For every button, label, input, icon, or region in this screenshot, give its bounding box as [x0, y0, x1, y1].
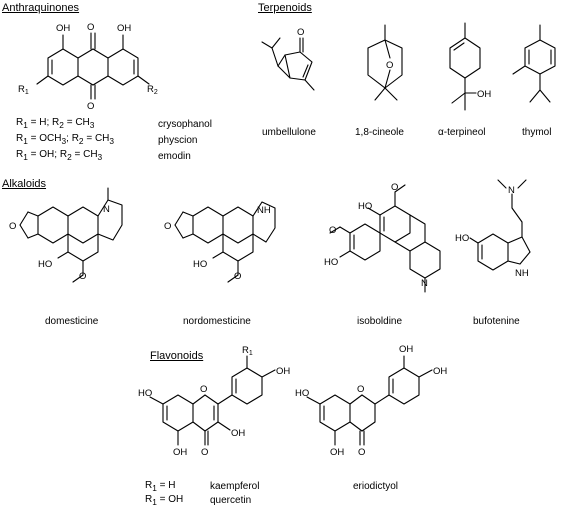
- atom-oh-right: OH: [117, 23, 131, 34]
- atom-ho-bottom: HO: [324, 257, 338, 268]
- umbellulone-structure: O: [261, 27, 315, 91]
- physcion-label: physcion: [158, 135, 198, 146]
- atom-o-bottom: O: [87, 101, 94, 112]
- nordomesticine-structure: O NH HO O: [164, 201, 276, 283]
- thymol-label: thymol: [522, 127, 552, 138]
- atom-o-methoxy: O: [234, 271, 241, 282]
- atom-o-top: O: [87, 22, 94, 33]
- cineole-structure: O: [367, 24, 403, 101]
- heading-flavonoids: Flavonoids: [150, 350, 204, 362]
- terpineol-structure: OH: [449, 22, 491, 111]
- atom-o-top: O: [391, 182, 398, 193]
- atom-o: O: [386, 60, 393, 71]
- nordomesticine-label: nordomesticine: [183, 316, 251, 327]
- heading-alkaloids: Alkaloids: [2, 178, 47, 190]
- isoboldine-structure: HO O O HO N: [324, 182, 441, 293]
- atom-oh-4prime: OH: [276, 366, 290, 377]
- kaempferol-substituent: R1 = H: [145, 480, 176, 493]
- atom-ho: HO: [358, 201, 372, 212]
- atom-r1: R1: [18, 84, 29, 96]
- emodin-substituents: R1 = OH; R2 = CH3: [16, 149, 103, 162]
- atom-ho: HO: [193, 259, 207, 270]
- atom-oh-3prime: OH: [399, 344, 413, 355]
- heading-anthraquinones: Anthraquinones: [2, 2, 80, 14]
- atom-oh-4prime: OH: [433, 366, 447, 377]
- domesticine-structure: O N HO O: [9, 187, 123, 283]
- atom-o: O: [297, 27, 304, 38]
- atom-o-ring: O: [200, 384, 207, 395]
- bufotenine-label: bufotenine: [473, 316, 520, 327]
- kaempferol-label: kaempferol: [210, 481, 260, 492]
- atom-o-left: O: [9, 221, 16, 232]
- atom-n: N: [103, 204, 110, 215]
- kaempferol-quercetin-structure: O HO OH O OH R1 OH: [138, 345, 290, 458]
- quercetin-substituent: R1 = OH: [145, 494, 184, 507]
- atom-nh: NH: [257, 205, 271, 216]
- atom-r1: R1: [242, 345, 253, 357]
- eriodictyol-label: eriodictyol: [353, 481, 399, 492]
- atom-oh-5: OH: [173, 447, 187, 458]
- atom-n-amine: N: [508, 185, 515, 196]
- atom-ho-7: HO: [295, 388, 309, 399]
- physcion-substituents: R1 = OCH3; R2 = CH3: [16, 133, 115, 146]
- emodin-label: emodin: [158, 151, 191, 162]
- atom-o-carbonyl: O: [358, 447, 365, 458]
- heading-terpenoids: Terpenoids: [258, 2, 312, 14]
- atom-oh-3: OH: [231, 428, 245, 439]
- crysophanol-label: crysophanol: [158, 119, 212, 130]
- atom-oh-5: OH: [330, 447, 344, 458]
- isoboldine-label: isoboldine: [357, 316, 403, 327]
- umbellulone-label: umbellulone: [262, 127, 316, 138]
- atom-ho-7: HO: [138, 388, 152, 399]
- atom-oh: OH: [477, 89, 491, 100]
- atom-r2: R2: [147, 84, 158, 96]
- terpineol-label: α-terpineol: [438, 127, 486, 138]
- atom-o-methoxy: O: [79, 271, 86, 282]
- domesticine-label: domesticine: [45, 316, 99, 327]
- cineole-label: 1,8-cineole: [355, 127, 404, 138]
- eriodictyol-structure: O HO O OH OH OH: [295, 344, 447, 458]
- atom-o-left: O: [329, 225, 336, 236]
- atom-o-carbonyl: O: [201, 447, 208, 458]
- atom-n: N: [421, 278, 428, 289]
- atom-oh-left: OH: [56, 23, 70, 34]
- quercetin-label: quercetin: [210, 495, 252, 506]
- anthraquinone-structure: O O OH OH R1 R2: [18, 22, 158, 112]
- atom-o-ring: O: [357, 384, 364, 395]
- atom-ho: HO: [455, 233, 469, 244]
- atom-ho: HO: [38, 259, 52, 270]
- atom-o-left: O: [164, 221, 171, 232]
- crysophanol-substituents: R1 = H; R2 = CH3: [16, 117, 95, 130]
- thymol-structure: [512, 24, 556, 103]
- bufotenine-structure: N HO NH: [455, 179, 531, 279]
- atom-nh-indole: NH: [515, 268, 529, 279]
